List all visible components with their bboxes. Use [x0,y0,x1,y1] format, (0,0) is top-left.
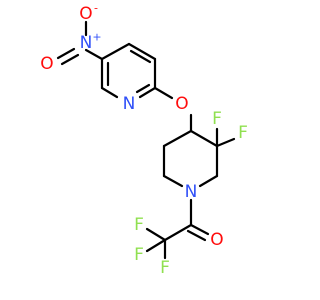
atom-nitro-o-charge: - [94,2,98,15]
atom-cf3-f-a: F [134,215,144,235]
bond-cf3-f-b [145,238,167,253]
atom-labels: N + O - O N O F F N O F F F [40,2,248,279]
bond-pip-c4-c3 [189,129,219,148]
atom-ether-o: O [175,94,188,114]
atom-f-ring-a: F [212,109,222,129]
bonds [56,20,236,260]
atom-piperidine-n: N [185,182,198,202]
bond-nitro-n-o-left [56,47,76,60]
molecule-structure: N + O - O N O F F N O F F F [40,2,248,279]
atom-nitro-n: N [80,33,93,53]
bond-c3-f-b [215,137,236,148]
bond-ring-c1-c2 [100,42,131,61]
atom-nitro-o-double: O [40,54,53,74]
bond-ring-c4-n [138,86,157,99]
bond-pip-n-c6 [162,174,184,188]
bond-carbonyl-c-o [189,223,210,236]
atom-cf3-f-c: F [160,258,170,278]
bond-ring-c2-c3 [127,42,157,61]
bond-ring-double-c2-c3 [129,49,152,64]
bond-carbonyl-c-cf3 [163,223,193,242]
bond-cf3-f-a [145,227,167,242]
bond-pip-c5-c4 [162,129,193,148]
atom-f-ring-b: F [238,123,248,143]
atom-cf3-f-b: F [134,245,144,265]
bond-c1-nitro-n [84,48,104,61]
molecule-canvas: N + O - O N O F F N O F F F [40,2,248,279]
atom-nitro-n-charge: + [92,31,101,44]
bond-ring-n-c6 [100,86,119,99]
bond-c4-ether-o [153,86,174,100]
bond-ring-double-c4-n [135,83,151,94]
bond-pip-c2-n [198,174,219,188]
bond-nitro-n-o-left-double [60,53,80,66]
bond-carbonyl-c-o-double [186,229,207,242]
atom-nitro-o-single: O [79,4,92,24]
atom-pyridine-n: N [123,94,136,114]
atom-carbonyl-o: O [210,230,223,250]
